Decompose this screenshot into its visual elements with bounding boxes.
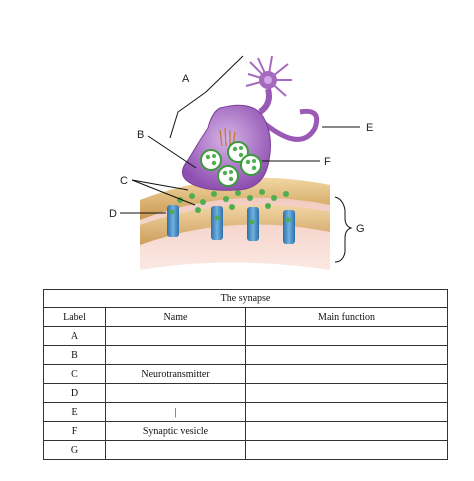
label-G: G	[356, 223, 365, 235]
function-cell[interactable]	[244, 440, 449, 460]
synaptic-vesicles	[200, 141, 262, 187]
table-row: B	[43, 345, 449, 365]
name-cell[interactable]	[105, 440, 246, 460]
header-label: Label	[43, 307, 106, 327]
label-E: E	[366, 122, 373, 134]
table-row: G	[43, 440, 449, 460]
row-label: F	[43, 421, 106, 441]
name-cell[interactable]	[105, 326, 246, 346]
label-D: D	[109, 208, 117, 220]
name-cell[interactable]: Synaptic vesicle	[105, 421, 246, 441]
table-row: F Synaptic vesicle	[43, 421, 449, 441]
table-row: E |	[43, 402, 449, 422]
function-cell[interactable]	[244, 421, 449, 441]
function-cell[interactable]	[244, 345, 449, 365]
header-function: Main function	[244, 307, 449, 327]
table-row: A	[43, 326, 449, 346]
name-cell[interactable]: Neurotransmitter	[105, 364, 246, 384]
function-cell[interactable]	[244, 326, 449, 346]
synapse-diagram: A B C D E F G	[109, 55, 373, 270]
function-cell[interactable]	[244, 383, 449, 403]
name-cell[interactable]	[105, 383, 246, 403]
synapse-table: The synapse Label Name Main function A B…	[42, 289, 449, 460]
neurotransmitter-molecules	[169, 181, 291, 225]
row-label: G	[43, 440, 106, 460]
function-cell[interactable]	[244, 402, 449, 422]
function-cell[interactable]	[244, 364, 449, 384]
label-F: F	[324, 156, 331, 168]
row-label: C	[43, 364, 106, 384]
row-label: E	[43, 402, 106, 422]
header-name: Name	[105, 307, 246, 327]
row-label: B	[43, 345, 106, 365]
label-B: B	[137, 129, 144, 141]
label-A: A	[182, 73, 190, 85]
label-C: C	[120, 175, 128, 187]
leader-lines	[120, 55, 360, 263]
table-header-row: Label Name Main function	[43, 307, 449, 327]
table-caption: The synapse	[42, 289, 449, 308]
row-label: A	[43, 326, 106, 346]
name-cell-text-cursor[interactable]: |	[105, 402, 246, 422]
table-row: C Neurotransmitter	[43, 364, 449, 384]
postsynaptic-membrane	[140, 177, 330, 270]
table-row: D	[43, 383, 449, 403]
name-cell[interactable]	[105, 345, 246, 365]
row-label: D	[43, 383, 106, 403]
